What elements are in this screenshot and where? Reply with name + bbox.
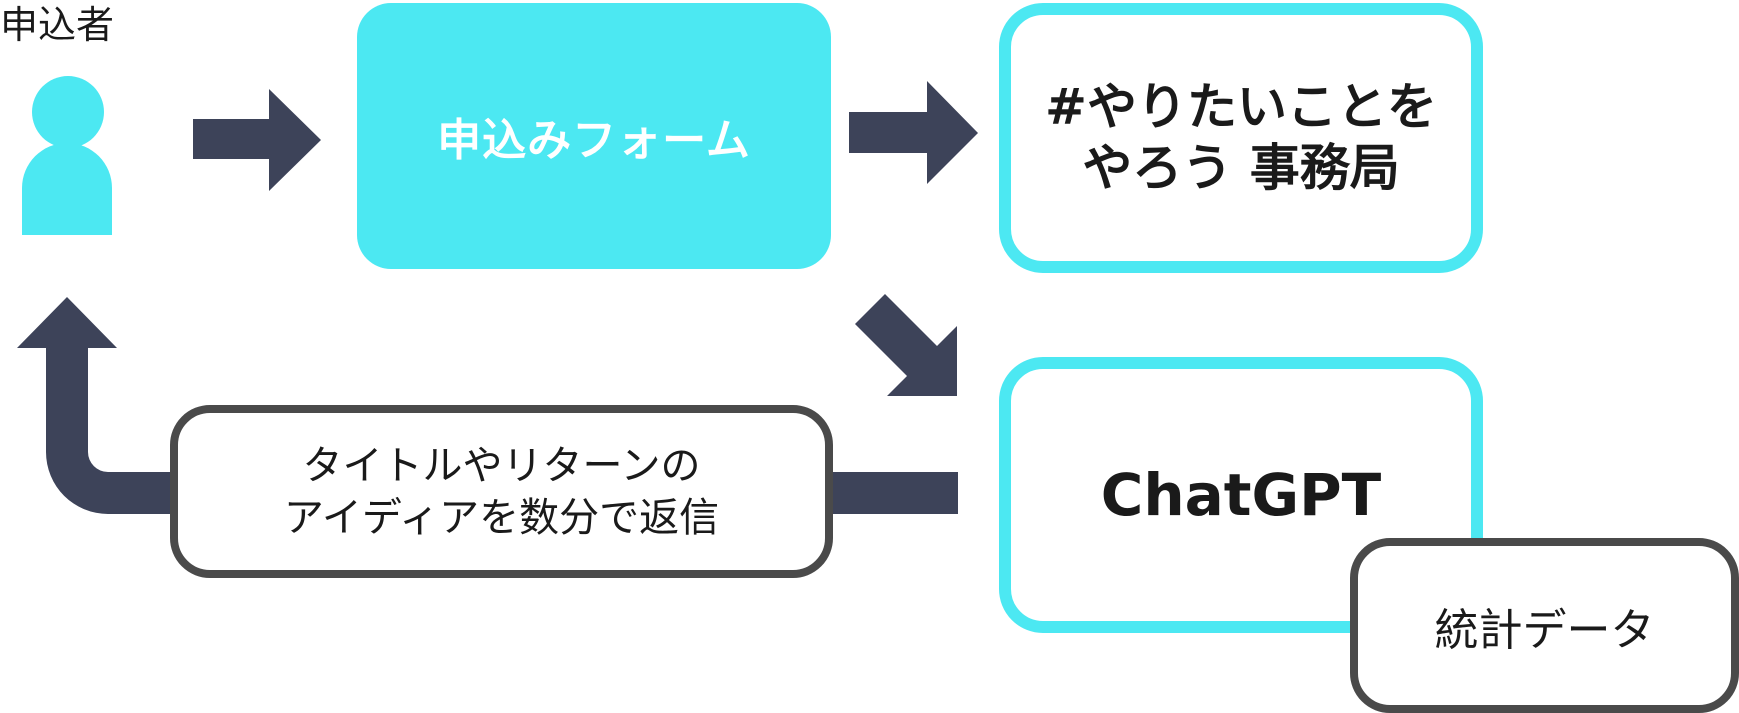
person-icon	[22, 76, 112, 235]
arrow-form-to-chatgpt	[855, 294, 957, 396]
statistics-node: 統計データ	[1350, 538, 1739, 713]
arrow-applicant-to-form	[193, 89, 321, 191]
secretariat-label-line1: #やりたいことを	[1045, 78, 1437, 136]
reply-node: タイトルやリターンの アイディアを数分で返信	[170, 405, 833, 578]
reply-label-line1: タイトルやリターンの	[302, 442, 701, 489]
arrow-form-to-office	[849, 81, 978, 184]
application-form-label: 申込みフォーム	[437, 115, 751, 166]
reply-label-line2: アイディアを数分で返信	[283, 494, 720, 541]
secretariat-label-line2: やろう 事務局	[1082, 139, 1400, 197]
statistics-label: 統計データ	[1434, 604, 1655, 656]
chatgpt-label: ChatGPT	[1100, 461, 1382, 529]
application-form-node: 申込みフォーム	[357, 3, 831, 269]
secretariat-node: #やりたいことを やろう 事務局	[999, 3, 1483, 273]
arrow-return-to-applicant	[17, 297, 958, 514]
applicant-label: 申込者	[0, 3, 115, 47]
